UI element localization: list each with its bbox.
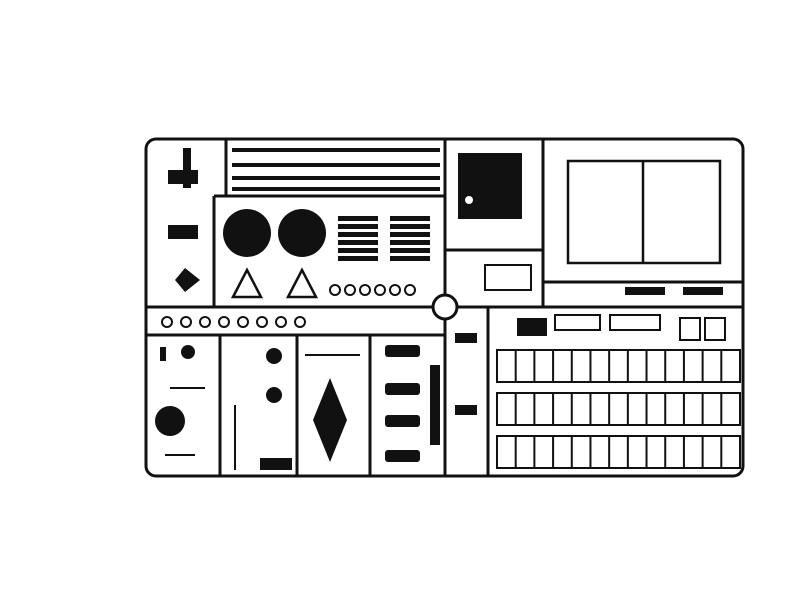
ladder-row [496,435,741,469]
a-frame-parts [230,267,319,299]
rod-parts [232,148,440,191]
knob [237,316,249,328]
wheel-part-left [223,209,271,257]
ring [359,284,371,296]
coil-segment [390,216,430,221]
knob [218,316,230,328]
knob [256,316,268,328]
coil-segment [338,224,378,229]
coil-segment [338,232,378,237]
bar-parts [430,287,723,445]
ring [329,284,341,296]
coil-segment [338,216,378,221]
left-small-parts [165,354,360,470]
plate-part [458,153,522,219]
ring [374,284,386,296]
left-parts [155,148,200,436]
coil-segment [338,248,378,253]
wheel-part-right [278,209,326,257]
ring-parts [329,284,416,296]
small-frame-parts [554,314,726,341]
coil-segment [338,240,378,245]
coil-segment [390,248,430,253]
ring [344,284,356,296]
ladder-parts [496,349,741,469]
knob [294,316,306,328]
coil-parts [338,216,430,261]
coil-segment [390,240,430,245]
sprue-hub [431,293,459,321]
coil-segment [338,256,378,261]
ring [404,284,416,296]
knob [161,316,173,328]
shield-part [313,378,347,462]
knob [180,316,192,328]
knob-parts [161,316,306,328]
bracket-part [484,264,532,291]
knob [275,316,287,328]
coil-segment [390,232,430,237]
ladder-row [496,392,741,426]
knob [199,316,211,328]
window-frame-part [566,159,722,265]
coil-segment [390,224,430,229]
ring [389,284,401,296]
coil-segment [390,256,430,261]
cylinder-parts [260,345,420,470]
ladder-row [496,349,741,383]
plate-hole [465,196,473,204]
